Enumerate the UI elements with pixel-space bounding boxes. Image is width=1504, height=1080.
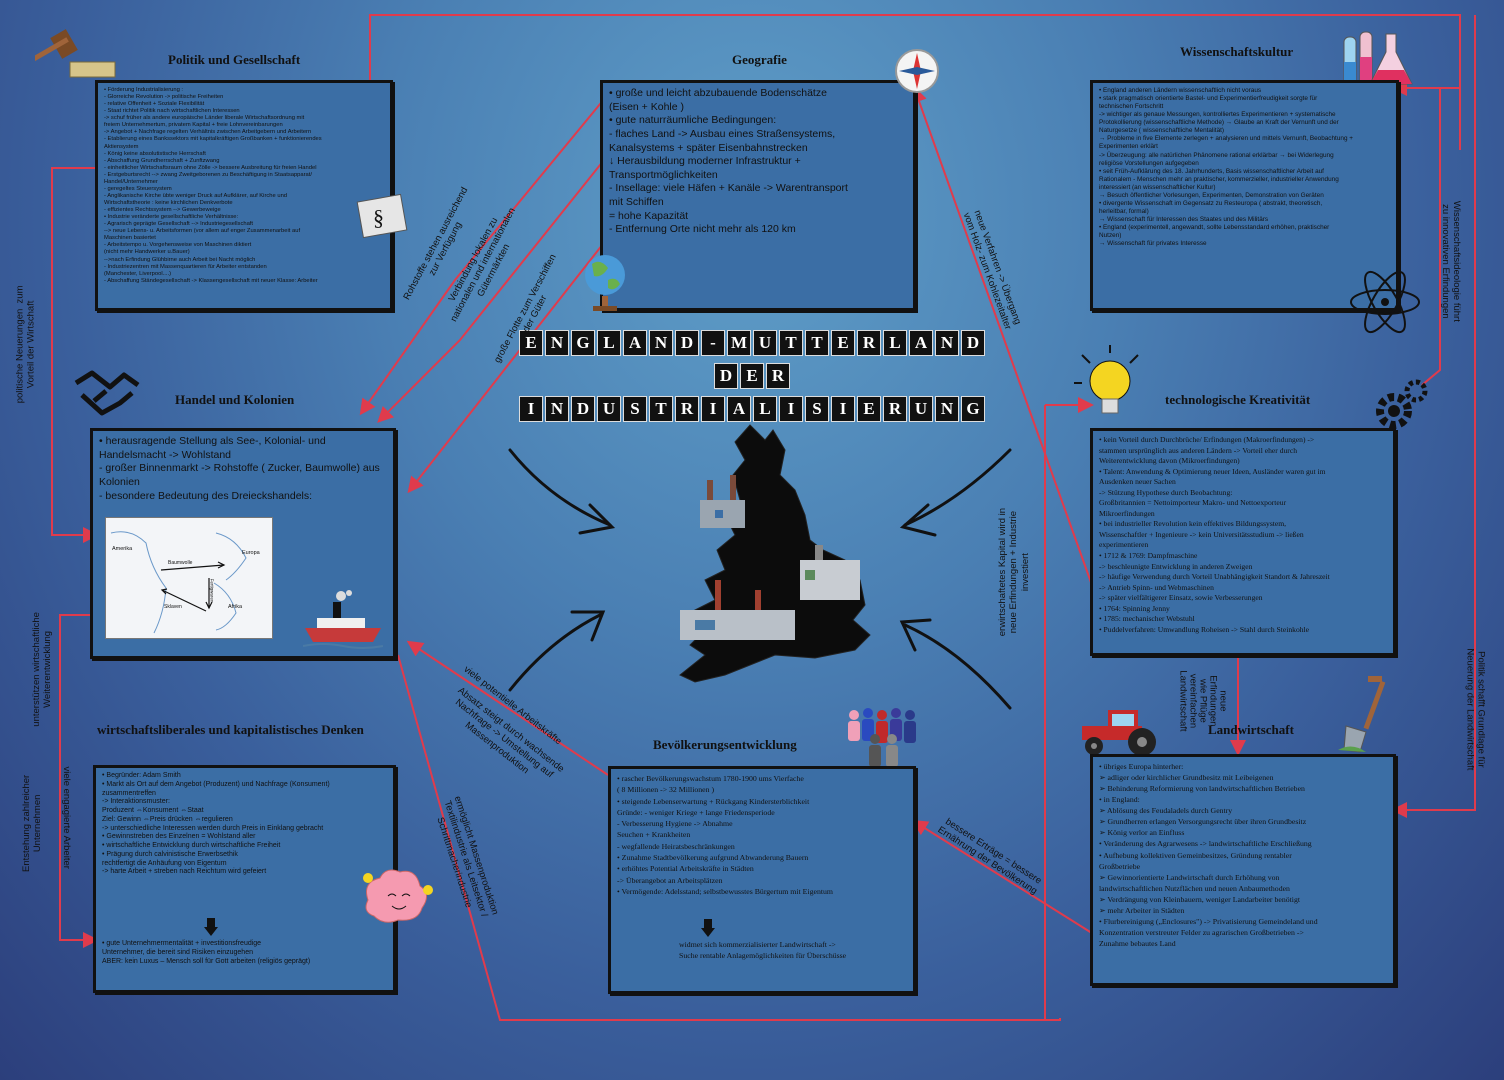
handshake-icon — [74, 370, 140, 416]
politik-list: • Förderung Industrialisierung : - Glorr… — [104, 87, 322, 284]
landwirtschaft-title: Landwirtschaft — [1208, 722, 1294, 737]
geografie-title: Geografie — [732, 52, 787, 67]
compass-icon — [895, 49, 939, 93]
svg-text:§: § — [373, 205, 384, 230]
bevoelkerung-list: • rascher Bevölkerungswachstum 1780-1900… — [617, 774, 833, 896]
triangular-trade-map: Amerika Europa Afrika Baumwolle Sklaven … — [105, 517, 273, 639]
landwirtschaft-box: • übriges Europa hinterher: ➢ adliger od… — [1090, 754, 1396, 986]
lightbulb-icon — [1074, 345, 1139, 414]
denken-list: • Begründer: Adam Smith• Markt als Ort a… — [102, 772, 330, 876]
bevoelkerung-bottom-list: widmet sich kommerzialisierter Landwirts… — [679, 940, 847, 961]
factory-icon — [800, 545, 860, 600]
down-arrow-icon — [701, 919, 715, 937]
label-politisch: politische Neuerungen zum Vorteil der Wi… — [14, 285, 37, 404]
map-label-baumwolle: Baumwolle — [168, 560, 193, 566]
denken-bottom-list: • gute Unternehmermentalität + investiti… — [102, 940, 311, 965]
landwirtschaft-list: • übriges Europa hinterher: ➢ adliger od… — [1099, 762, 1318, 948]
politik-title: Politik und Gesellschaft — [168, 52, 301, 67]
wissenschaft-title: Wissenschaftskultur — [1180, 44, 1294, 59]
geografie-list: • große und leicht abzubauende Bodenschä… — [609, 87, 848, 236]
down-arrow-icon — [204, 918, 218, 936]
gavel-icon — [35, 29, 116, 78]
map-label-fertigwaren: Fertigwaren — [209, 578, 215, 603]
atom-icon — [1350, 270, 1420, 334]
factory-icon — [680, 580, 795, 640]
map-label-europa: Europa — [242, 550, 260, 556]
label-ideologie: Wissenschaftsideologie führt zu innovati… — [1439, 200, 1462, 322]
wissenschaft-box: • England anderen Ländern wissenschaftli… — [1090, 80, 1399, 311]
brain-mascot-icon — [363, 869, 433, 923]
label-engagiert: viele engagierte Arbeiter — [60, 766, 72, 869]
map-label-sklaven: Sklaven — [164, 604, 182, 610]
label-neuerung: Politik schafft Grundlage für Neuerung d… — [1464, 648, 1487, 771]
handel-title: Handel und Kolonien — [175, 392, 295, 407]
tractor-icon — [1082, 710, 1156, 756]
gears-icon — [1376, 379, 1428, 429]
england-map-illustration — [679, 424, 871, 683]
label-unterstuetzen: unterstützen wirtschaftliche Weiterentwi… — [30, 612, 54, 727]
bevoelkerung-box: • rascher Bevölkerungswachstum 1780-1900… — [608, 766, 916, 994]
politik-box: • Förderung Industrialisierung : - Glorr… — [95, 80, 393, 311]
handel-list: • herausragende Stellung als See-, Kolon… — [99, 435, 380, 502]
world-map-outline — [110, 531, 247, 634]
label-pflege: neue Erfindungen wie Pflüge vereinfachen… — [1177, 670, 1229, 732]
handel-box: • herausragende Stellung als See-, Kolon… — [90, 428, 396, 659]
map-label-amerika: Amerika — [112, 546, 133, 552]
bevoelkerung-title: Bevölkerungsentwicklung — [653, 737, 797, 752]
technologie-list: • kein Vorteil durch Durchbrüche/ Erfind… — [1099, 435, 1330, 634]
technologie-title: technologische Kreativität — [1165, 392, 1311, 407]
denken-box: • Begründer: Adam Smith• Markt als Ort a… — [93, 765, 396, 993]
label-entstehung: Entstehung zahlreicher Unternehmen — [21, 774, 44, 872]
denken-title: wirtschaftsliberales und kapitalistische… — [97, 722, 364, 737]
factory-icon — [700, 475, 745, 528]
technologie-box: • kein Vorteil durch Durchbrüche/ Erfind… — [1090, 428, 1396, 656]
steamship-icon — [303, 590, 383, 649]
law-book-icon: § — [356, 193, 408, 239]
globe-icon — [585, 255, 625, 311]
wissenschaft-list: • England anderen Ländern wissenschaftli… — [1099, 87, 1353, 248]
map-label-afrika: Afrika — [228, 604, 243, 610]
geografie-box: • große und leicht abzubauende Bodenschä… — [600, 80, 916, 311]
label-kapital: erwirtschaftetes Kapital wird in neue Er… — [997, 507, 1031, 637]
people-icon — [848, 708, 916, 767]
shovel-icon — [1338, 676, 1386, 753]
